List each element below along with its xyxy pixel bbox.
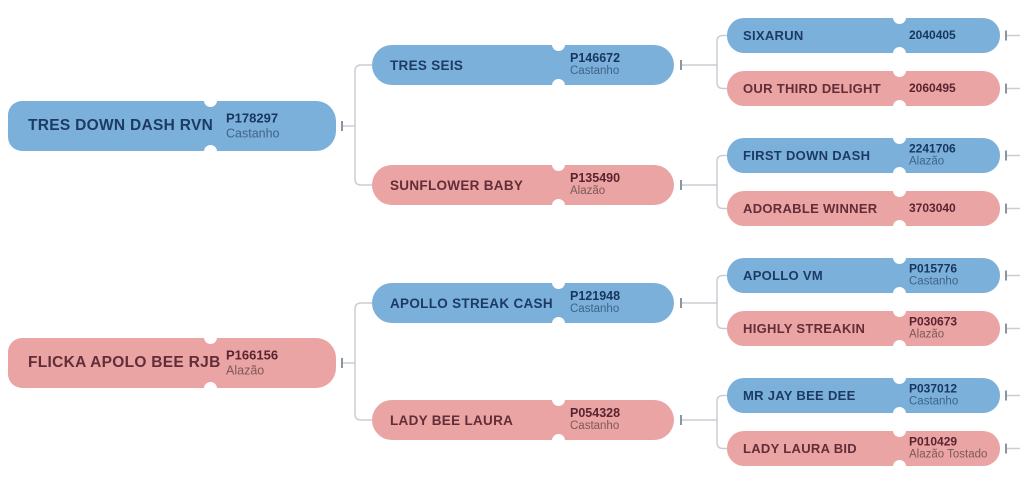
- horse-name: FIRST DOWN DASH: [743, 148, 871, 163]
- horse-name: FLICKA APOLO BEE RJB: [28, 354, 221, 371]
- horse-name: OUR THIRD DELIGHT: [743, 81, 881, 96]
- coat-label: Castanho: [570, 65, 620, 78]
- horse-meta: P015776 Castanho: [909, 260, 959, 289]
- horse-meta: P010429 Alazão Tostado: [909, 433, 988, 462]
- connector-tick-marks: [341, 30, 1007, 454]
- node-sixarun[interactable]: SIXARUN 2040405: [727, 11, 1000, 60]
- connector-lines: [342, 34, 1020, 450]
- node-tres-seis[interactable]: TRES SEIS P146672 Castanho: [372, 38, 674, 92]
- registration-number: 3703040: [909, 200, 956, 215]
- horse-meta: 2241706 Alazão: [909, 140, 956, 169]
- horse-meta: P030673 Alazão: [909, 313, 958, 342]
- coat-label: Castanho: [909, 275, 959, 288]
- node-sunflower-baby[interactable]: SUNFLOWER BABY P135490 Alazão: [372, 158, 674, 212]
- horse-meta: 2040405: [909, 27, 956, 43]
- registration-number: 2060495: [909, 80, 956, 95]
- horse-meta: P166156 Alazão: [226, 347, 279, 378]
- registration-number: 2040405: [909, 27, 956, 42]
- registration-number: P121948: [570, 289, 621, 304]
- registration-number: P010429: [909, 433, 958, 448]
- horse-meta: P121948 Castanho: [570, 289, 620, 317]
- coat-label: Alazão: [909, 155, 945, 168]
- horse-name: SUNFLOWER BABY: [390, 177, 524, 193]
- node-lady-laura-bid[interactable]: LADY LAURA BID P010429 Alazão Tostado: [727, 424, 1000, 473]
- horse-name: SIXARUN: [743, 28, 804, 43]
- registration-number: P146672: [570, 51, 621, 66]
- registration-number: P166156: [226, 347, 279, 363]
- horse-name: HIGHLY STREAKIN: [743, 321, 866, 336]
- registration-number: P178297: [226, 110, 279, 126]
- coat-label: Castanho: [570, 420, 620, 433]
- node-lady-bee-laura[interactable]: LADY BEE LAURA P054328 Castanho: [372, 393, 674, 447]
- coat-label: Alazão: [570, 185, 606, 198]
- coat-label: Alazão: [909, 328, 945, 341]
- node-apollo-streak-cash[interactable]: APOLLO STREAK CASH P121948 Castanho: [372, 276, 674, 330]
- horse-meta: P135490 Alazão: [570, 171, 620, 199]
- node-apollo-vm[interactable]: APOLLO VM P015776 Castanho: [727, 251, 1000, 300]
- coat-label: Alazão: [226, 363, 265, 378]
- node-mr-jay-bee-dee[interactable]: MR JAY BEE DEE P037012 Castanho: [727, 371, 1000, 420]
- registration-number: P054328: [570, 406, 621, 421]
- coat-label: Alazão Tostado: [909, 448, 988, 461]
- horse-meta: P037012 Castanho: [909, 380, 959, 409]
- horse-name: APOLLO STREAK CASH: [390, 295, 553, 311]
- registration-number: P030673: [909, 313, 958, 328]
- horse-meta: 2060495: [909, 80, 956, 96]
- registration-number: 2241706: [909, 140, 956, 155]
- coat-label: Castanho: [909, 395, 959, 408]
- node-tres-down-dash-rvn[interactable]: TRES DOWN DASH RVN P178297 Castanho: [8, 94, 336, 158]
- node-highly-streakin[interactable]: HIGHLY STREAKIN P030673 Alazão: [727, 304, 1000, 353]
- coat-label: Castanho: [570, 303, 620, 316]
- horse-name: TRES SEIS: [390, 57, 464, 73]
- horse-name: TRES DOWN DASH RVN: [28, 117, 214, 134]
- registration-number: P037012: [909, 380, 958, 395]
- coat-label: Castanho: [226, 126, 280, 141]
- horse-meta: P178297 Castanho: [226, 110, 280, 141]
- horse-name: LADY BEE LAURA: [390, 412, 514, 428]
- horse-name: APOLLO VM: [743, 268, 823, 283]
- node-adorable-winner[interactable]: ADORABLE WINNER 3703040: [727, 184, 1000, 233]
- node-first-down-dash[interactable]: FIRST DOWN DASH 2241706 Alazão: [727, 131, 1000, 180]
- registration-number: P135490: [570, 171, 621, 186]
- horse-name: MR JAY BEE DEE: [743, 388, 856, 403]
- node-our-third-delight[interactable]: OUR THIRD DELIGHT 2060495: [727, 64, 1000, 113]
- horse-meta: P054328 Castanho: [570, 406, 620, 434]
- horse-name: LADY LAURA BID: [743, 441, 857, 456]
- registration-number: P015776: [909, 260, 958, 275]
- horse-name: ADORABLE WINNER: [743, 201, 878, 216]
- horse-meta: P146672 Castanho: [570, 51, 620, 79]
- node-flicka-apolo-bee-rjb[interactable]: FLICKA APOLO BEE RJB P166156 Alazão: [8, 331, 336, 395]
- horse-meta: 3703040: [909, 200, 956, 216]
